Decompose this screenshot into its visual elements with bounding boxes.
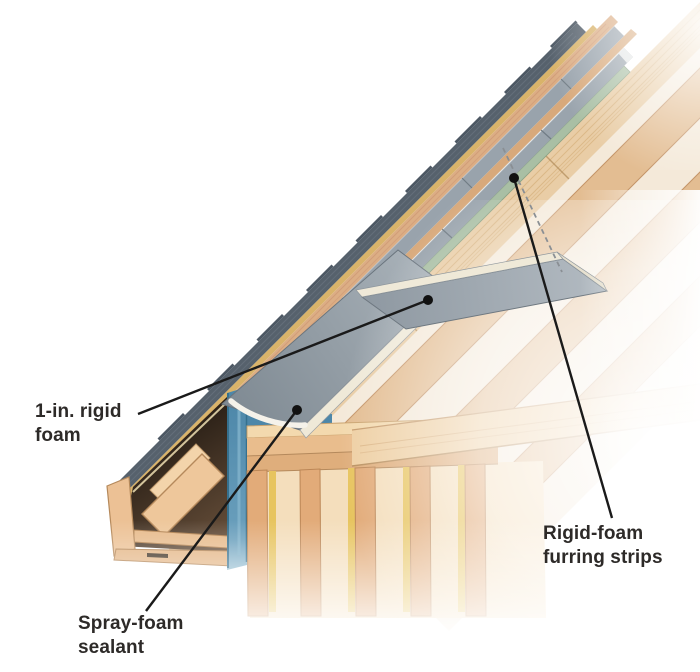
label-spray-foam: Spray-foam sealant (78, 612, 184, 661)
eave-sheathing-edge (132, 403, 226, 493)
leader-line-spray-foam (145, 409, 298, 612)
leader-lines (137, 147, 614, 612)
leader-dot-furring (509, 173, 519, 183)
leader-dot-spray-foam (292, 405, 302, 415)
label-furring-strips-line1: Rigid-foam (543, 523, 644, 544)
label-spray-foam-line1: Spray-foam (78, 613, 184, 634)
leader-line-rigid-foam (137, 298, 429, 416)
label-rigid-foam-line1: 1-in. rigid (35, 401, 122, 422)
foam-joint (461, 177, 473, 189)
label-furring-strips: Rigid-foam furring strips (543, 522, 663, 571)
leader-line-furring (512, 177, 614, 519)
corner-fade (530, 0, 700, 170)
label-rigid-foam: 1-in. rigid foam (35, 400, 122, 449)
hidden-edge-dashed-line (502, 147, 563, 273)
spray-foam-bead (228, 398, 308, 428)
bottom-fade (0, 520, 700, 672)
label-rigid-foam-line2: foam (35, 425, 81, 447)
leader-dot-rigid-foam (423, 295, 433, 305)
label-spray-foam-line2: sealant (78, 637, 145, 659)
label-furring-strips-line2: furring strips (543, 547, 663, 569)
